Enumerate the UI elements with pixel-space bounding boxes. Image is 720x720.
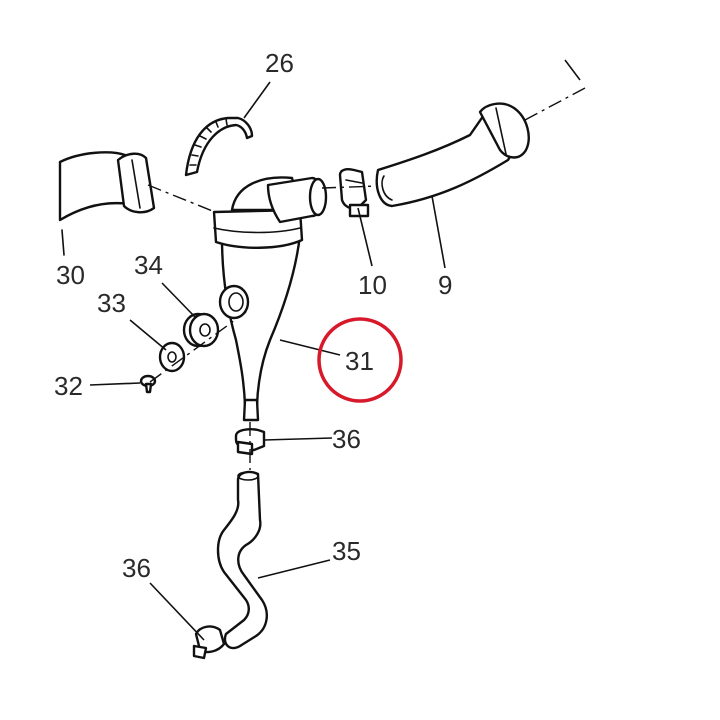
part-31-separator[interactable] — [212, 176, 328, 422]
callout-36-lower: 36 — [122, 553, 151, 583]
leader-36-upper — [263, 437, 333, 441]
part-30-hose[interactable] — [58, 151, 156, 256]
part-36-clamp-upper[interactable] — [234, 428, 266, 456]
highlight-ring-31 — [317, 317, 403, 403]
callout-33: 33 — [97, 288, 126, 318]
callout-30: 30 — [56, 260, 85, 290]
leader-32 — [89, 382, 141, 386]
callout-32: 32 — [54, 371, 83, 401]
callout-26: 26 — [265, 48, 294, 78]
callout-9: 9 — [438, 270, 452, 300]
leader-33 — [129, 319, 167, 351]
centerline-9 — [524, 87, 586, 121]
leader-31 — [279, 339, 341, 356]
part-26-strap[interactable] — [184, 116, 254, 177]
leader-9-line — [564, 59, 581, 81]
callout-36-upper: 36 — [332, 424, 361, 454]
part-36-clamp-lower[interactable] — [192, 625, 226, 660]
callout-31: 31 — [345, 346, 374, 376]
part-34-grommet[interactable] — [182, 312, 220, 348]
callout-35: 35 — [332, 536, 361, 566]
centerline-31-10 — [321, 185, 379, 189]
part-9-hose[interactable] — [375, 102, 530, 208]
part-10-clamp[interactable] — [338, 168, 370, 218]
centerline-screw — [149, 311, 247, 383]
part-35-hose[interactable] — [216, 470, 268, 650]
centerline-30-31 — [147, 184, 216, 213]
leader-26 — [243, 81, 271, 119]
leader-10 — [357, 207, 373, 267]
leader-34 — [161, 282, 197, 319]
leader-36-lower — [149, 582, 205, 641]
leader-9 — [431, 195, 446, 269]
leader-35 — [257, 559, 331, 579]
callout-10: 10 — [358, 270, 387, 300]
part-32-screw[interactable] — [139, 374, 157, 394]
callout-34: 34 — [134, 250, 163, 280]
